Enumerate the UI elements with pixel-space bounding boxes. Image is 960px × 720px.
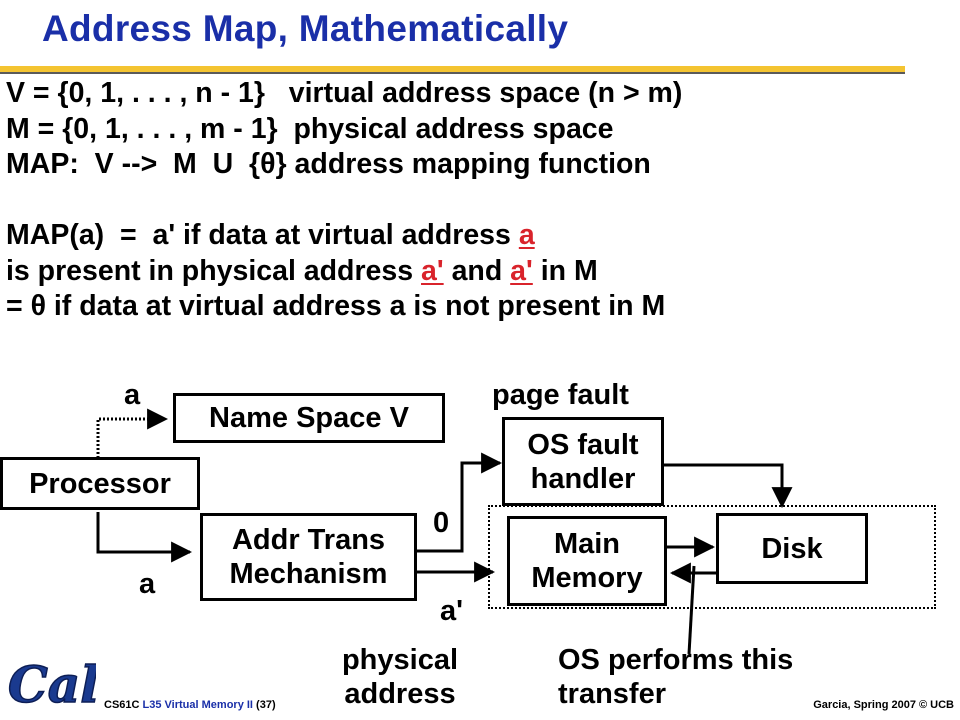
processor-box: Processor <box>0 457 200 510</box>
addr-trans-box: Addr Trans Mechanism <box>200 513 417 601</box>
underlined-a: a <box>518 219 535 251</box>
not-present-text: if data at virtual address a is not pres… <box>45 290 666 322</box>
slide-title: Address Map, Mathematically <box>42 8 569 49</box>
arrow-processor-to-addrtrans <box>96 512 193 563</box>
os-fault-handler-box: OS fault handler <box>502 417 664 506</box>
title-rule <box>0 66 905 72</box>
underlined-a-prime-2: a' <box>510 254 533 287</box>
label-a-prime: a' <box>440 595 464 627</box>
label-a-bottom: a <box>139 568 156 600</box>
map-def-text: MAP(a) = a' if data at virtual address <box>6 219 519 251</box>
disk-box: Disk <box>716 513 868 584</box>
line-physical-space: M = {0, 1, . . . , m - 1} physical addre… <box>6 112 614 145</box>
theta-symbol-2: θ <box>30 290 46 322</box>
underlined-a-prime-1: a' <box>421 254 444 287</box>
map-text-a: MAP: V --> M U { <box>6 148 261 180</box>
map-text-b: } address mapping function <box>275 148 651 180</box>
cal-logo-text: Cal <box>8 655 96 714</box>
theta-symbol: θ <box>260 148 276 180</box>
line-not-present: = θ if data at virtual address a is not … <box>6 289 682 325</box>
footer-lecture: L35 Virtual Memory II <box>142 699 253 711</box>
and-text: and <box>443 254 511 287</box>
line-present: is present in physical address a' and a'… <box>6 254 682 290</box>
label-physical-address: physical address <box>341 644 459 710</box>
cal-logo: Cal <box>7 654 96 714</box>
label-page-fault: page fault <box>492 379 629 411</box>
footer-slide-number: (37) <box>256 699 276 711</box>
name-space-box: Name Space V <box>173 393 445 443</box>
physical-memory-region <box>488 505 936 609</box>
line-map-def: MAP(a) = a' if data at virtual address a <box>6 218 682 254</box>
present-text: is present in physical address <box>6 254 422 287</box>
equals-text: = <box>6 290 31 322</box>
arrow-to-fault-handler <box>416 452 503 553</box>
footer-credit: Garcia, Spring 2007 © UCB <box>813 699 954 711</box>
title-rule-shadow <box>0 72 905 74</box>
line-virtual-space: V = {0, 1, . . . , n - 1} virtual addres… <box>6 77 683 109</box>
in-m-text: in M <box>532 254 598 287</box>
label-os-performs-transfer: OS performs this transfer <box>558 644 794 710</box>
definition-text: V = {0, 1, . . . , n - 1} virtual addres… <box>6 76 682 325</box>
pointer-transfer <box>687 565 696 655</box>
main-memory-box: Main Memory <box>507 516 667 606</box>
footer-course: CS61C <box>104 699 140 711</box>
line-map-function: MAP: V --> M U {θ} address mapping funct… <box>6 147 682 183</box>
arrow-processor-to-namespace <box>96 408 169 458</box>
label-a-top: a <box>124 379 141 411</box>
label-zero: 0 <box>433 507 450 539</box>
arrow-handler-to-disk <box>664 463 793 509</box>
footer-course-info: CS61C L35 Virtual Memory II (37) <box>104 699 276 711</box>
